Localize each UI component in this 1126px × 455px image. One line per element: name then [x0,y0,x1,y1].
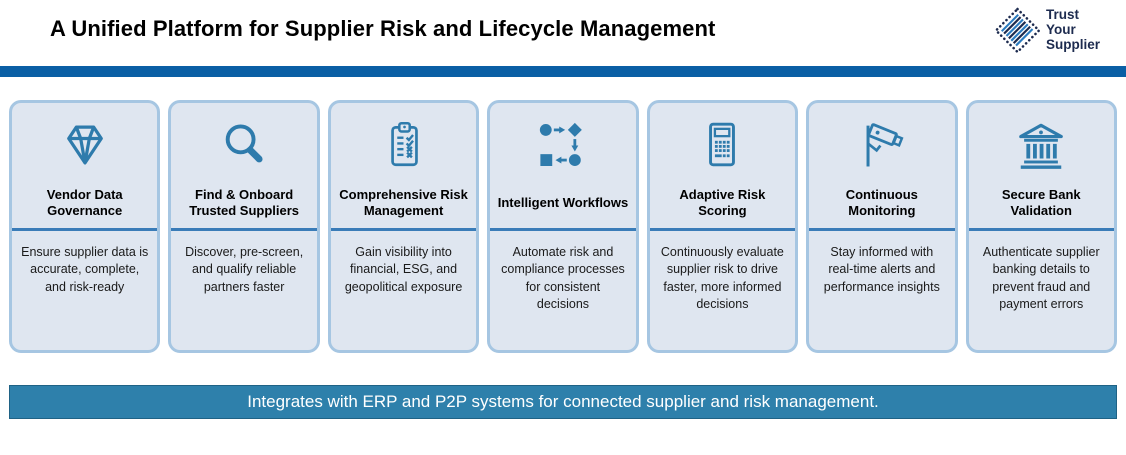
bank-icon [1014,112,1068,178]
workflow-icon [535,112,591,178]
card-title: Adaptive Risk Scoring [679,186,766,218]
card-description: Automate risk and compliance processes f… [501,244,625,312]
card-description: Gain visibility into financial, ESG, and… [344,244,463,294]
checklist-clipboard-icon [379,112,429,178]
card-divider [330,228,477,231]
header-divider-bar [0,66,1126,77]
logo-line-3: Supplier [1045,36,1100,52]
card-title: Vendor Data Governance [46,186,123,218]
card-description: Discover, pre-screen, and qualify reliab… [185,244,304,294]
trust-your-supplier-logo-mark-icon [994,7,1041,54]
card-divider [809,228,955,231]
card-divider [171,228,317,231]
card-title: Continuous Monitoring [845,186,918,218]
card-description: Continuously evaluate supplier risk to d… [660,244,784,312]
card-divider [968,228,1114,231]
logo-line-2: Your [1045,22,1076,38]
card-title: Comprehensive Risk Management [339,186,468,218]
card-intelligent-workflows: Intelligent Workflows Automate risk and … [487,100,639,353]
card-title: Find & Onboard Trusted Suppliers [189,186,300,218]
trust-your-supplier-logo: Trust Your Supplier [994,7,1100,54]
card-description: Authenticate supplier banking details to… [982,244,1100,312]
card-comprehensive-risk-management: Comprehensive Risk Management Gain visib… [327,100,480,353]
page-title: A Unified Platform for Supplier Risk and… [50,16,716,41]
gem-icon [59,112,111,178]
feature-cards-row: Vendor Data Governance Ensure supplier d… [9,100,1117,353]
card-vendor-data-governance: Vendor Data Governance Ensure supplier d… [9,100,161,353]
calculator-icon [697,112,747,178]
card-adaptive-risk-scoring: Adaptive Risk Scoring Continuously evalu… [646,100,799,353]
integration-banner: Integrates with ERP and P2P systems for … [9,385,1117,419]
card-title: Secure Bank Validation [1001,186,1081,218]
card-divider [12,228,158,231]
logo-line-1: Trust [1045,7,1079,23]
card-find-onboard-trusted-suppliers: Find & Onboard Trusted Suppliers Discove… [168,100,320,353]
card-description: Stay informed with real-time alerts and … [823,244,940,294]
card-divider [490,228,636,231]
magnifier-icon [217,112,271,178]
card-title: Intelligent Workflows [497,194,629,210]
surveillance-camera-icon [854,112,910,178]
card-divider [649,228,796,231]
logo-wordmark: Trust Your Supplier [1045,7,1100,53]
card-description: Ensure supplier data is accurate, comple… [21,244,149,294]
card-secure-bank-validation: Secure Bank Validation Authenticate supp… [965,100,1117,353]
card-continuous-monitoring: Continuous Monitoring Stay informed with… [806,100,958,353]
